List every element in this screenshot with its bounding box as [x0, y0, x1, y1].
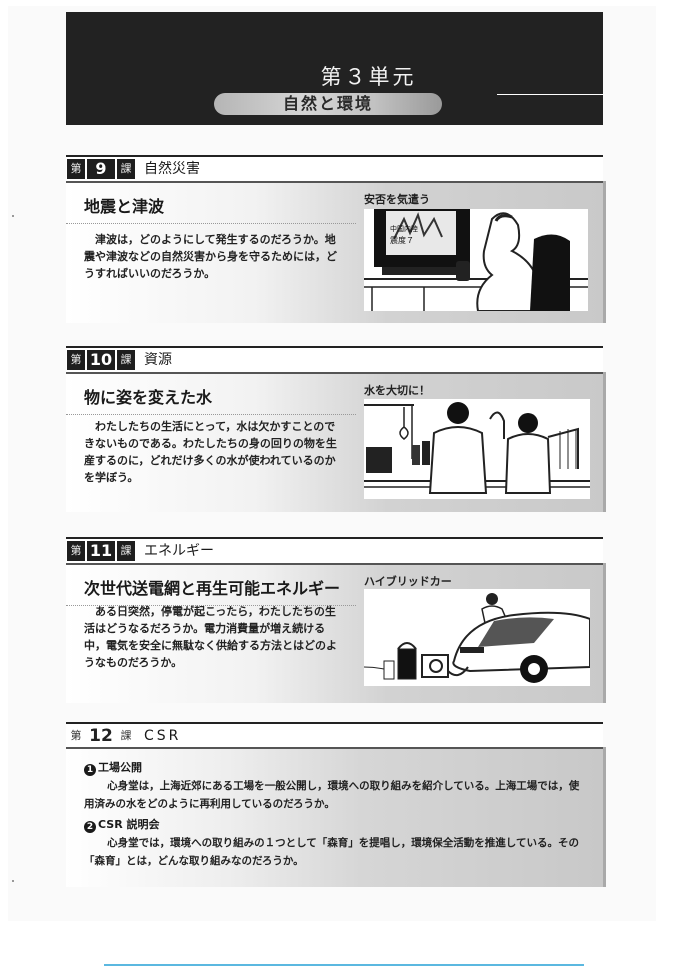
lesson-title: 自然災害: [144, 161, 200, 177]
lesson-subtitle: 次世代送電網と再生可能エネルギー: [84, 579, 341, 598]
lesson-suffix: 課: [120, 729, 132, 742]
lesson-11-header: 第 11 課 エネルギー: [66, 537, 603, 565]
tv-caption-line1: 中国内陸: [390, 224, 418, 233]
lesson-12-header: 第 12 課 CSR: [66, 722, 603, 750]
lesson-title: エネルギー: [144, 543, 214, 559]
number-2-icon: 2: [84, 821, 96, 833]
lesson-number: 9: [87, 159, 115, 179]
lesson-suffix: 課: [117, 159, 135, 179]
lesson-10-body: 物に姿を変えた水 わたしたちの生活にとって，水は欠かすことのできないものである。…: [66, 372, 606, 512]
lesson-title: 資源: [144, 352, 172, 368]
scan-speck: [12, 880, 14, 882]
lesson-prefix: 第: [70, 729, 82, 742]
illustration-hybrid-car: [364, 589, 590, 686]
csr-item-title-text: 工場公開: [98, 761, 142, 774]
lesson-suffix: 課: [117, 350, 135, 370]
csr-item-2-paragraph: 心身堂では，環境への取り組みの１つとして「森育」を提唱し，環境保全活動を推進して…: [84, 837, 579, 867]
bottom-rule: [104, 964, 584, 966]
lesson-number: 12: [89, 726, 113, 746]
figure-caption: ハイブリッドカー: [364, 575, 452, 588]
scan-speck: [12, 215, 14, 217]
lesson-10-header: 第 10 課 資源: [66, 346, 603, 374]
dotted-rule: [66, 414, 356, 415]
tv-caption-line2: 震度７: [390, 235, 414, 245]
lesson-11-body: 次世代送電網と再生可能エネルギー ある日突然，停電が起こったら，わたしたちの生活…: [66, 563, 606, 703]
figure-caption: 安否を気遣う: [364, 193, 430, 206]
lesson-paragraph: わたしたちの生活にとって，水は欠かすことのできないものである。わたしたちの身の回…: [84, 420, 337, 484]
unit-title: 第３単元: [320, 65, 417, 89]
csr-item-1-paragraph: 心身堂は，上海近郊にある工場を一般公開し，環境への取り組みを紹介している。上海工…: [84, 780, 580, 810]
lesson-title: CSR: [144, 728, 182, 744]
csr-item-title-text: CSR 説明会: [98, 818, 160, 831]
unit-header: 第３単元 自然と環境: [66, 12, 603, 125]
lesson-9-body: 地震と津波 津波は，どのようにして発生するのだろうか。地震や津波などの自然災害か…: [66, 181, 606, 323]
lesson-9-header: 第 9 課 自然災害: [66, 155, 603, 183]
number-1-icon: 1: [84, 764, 96, 776]
lesson-prefix: 第: [67, 159, 85, 179]
dotted-rule: [66, 605, 356, 606]
dotted-rule: [66, 223, 356, 224]
lesson-number: 11: [87, 541, 115, 561]
unit-subtitle-pill: 自然と環境: [214, 93, 442, 115]
lesson-subtitle: 物に姿を変えた水: [84, 388, 213, 407]
header-divider: [497, 94, 603, 95]
lesson-paragraph: 津波は，どのようにして発生するのだろうか。地震や津波などの自然災害から身を守るた…: [84, 233, 337, 280]
figure-caption: 水を大切に！: [364, 384, 430, 397]
illustration-people-washing-dishes: [364, 399, 590, 499]
lesson-prefix: 第: [67, 541, 85, 561]
illustration-woman-watching-tv: 中国内陸 震度７: [364, 209, 588, 311]
lesson-paragraph: ある日突然，停電が起こったら，わたしたちの生活はどうなるだろうか。電力消費量が増…: [84, 605, 337, 669]
lesson-number: 10: [87, 350, 115, 370]
lesson-subtitle: 地震と津波: [84, 197, 165, 216]
lesson-suffix: 課: [117, 541, 135, 561]
lesson-prefix: 第: [67, 350, 85, 370]
